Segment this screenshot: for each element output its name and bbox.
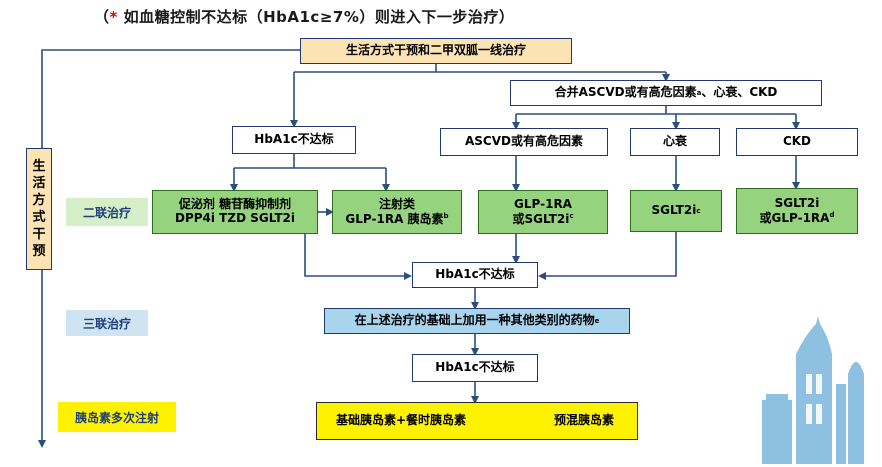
ckd-box: CKD — [736, 128, 858, 156]
lifestyle-intervention-bar: 生 活 方 式 干 预 — [26, 148, 52, 270]
skyline-watermark-icon — [762, 316, 864, 464]
oral-agents-box: 促泌剂 糖苷酶抑制剂 DPP4i TZD SGLT2i — [152, 190, 318, 234]
first-line-therapy-box: 生活方式干预和二甲双胍一线治疗 — [300, 38, 572, 64]
basal-bolus-insulin-text: 基础胰岛素+餐时胰岛素 — [335, 413, 467, 428]
hba1c-uncontrolled-left-box: HbA1c不达标 — [232, 126, 356, 154]
converge-right-line — [538, 232, 677, 280]
insulin-regimen-box — [316, 402, 638, 440]
insulin-injection-label: 胰岛素多次注射 — [58, 402, 176, 432]
hba1c-uncontrolled-bottom-box: HbA1c不达标 — [412, 354, 538, 382]
dual-therapy-label: 二联治疗 — [66, 198, 148, 226]
page-title: （* 如血糖控制不达标（HbA1c≥7%）则进入下一步治疗） — [94, 8, 515, 26]
injectable-agents-box: 注射类 GLP-1RA 胰岛素b — [332, 190, 462, 234]
title-star: * — [109, 8, 118, 26]
glp1ra-or-sglt2i-box: GLP-1RA 或SGLT2ic — [478, 190, 608, 234]
ascvd-box: ASCVD或有高危因素 — [440, 128, 608, 156]
hba1c-uncontrolled-mid-box: HbA1c不达标 — [412, 262, 538, 288]
lifestyle-line — [38, 49, 305, 448]
premixed-insulin-text: 预混胰岛素 — [553, 413, 614, 428]
triple-therapy-label: 三联治疗 — [66, 310, 148, 336]
ckd-therapy-box: SGLT2i 或GLP-1RAd — [736, 188, 858, 234]
converge-left-line — [304, 234, 412, 280]
heart-failure-box: 心衰 — [630, 128, 720, 156]
